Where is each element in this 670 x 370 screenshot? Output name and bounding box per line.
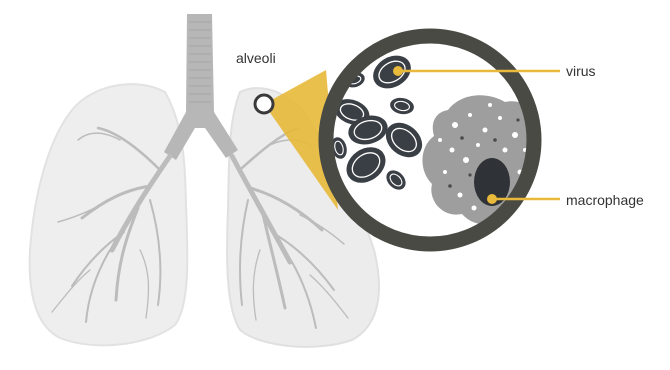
macrophage-callout-dot (487, 194, 497, 204)
left-lung (30, 84, 188, 345)
alveoli-label: alveoli (236, 50, 276, 66)
virus-label: virus (566, 63, 596, 79)
magnifier-lens (326, 36, 551, 244)
alveoli-marker-icon (255, 95, 273, 113)
trachea (164, 14, 238, 160)
virus-callout-dot (393, 66, 403, 76)
macrophage-label: macrophage (566, 192, 644, 208)
